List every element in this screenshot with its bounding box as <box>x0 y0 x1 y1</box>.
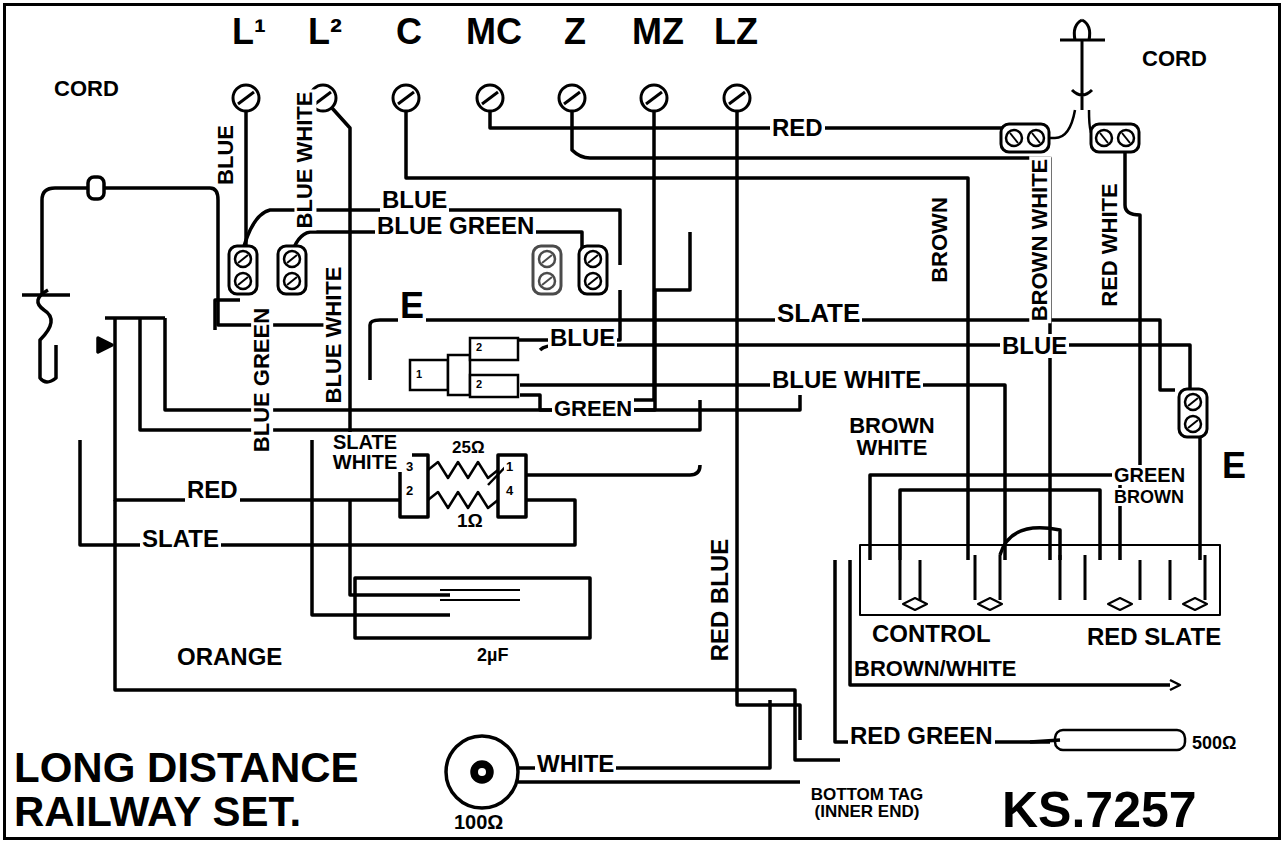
wire-label: Z <box>562 14 588 50</box>
wire-label: KS.7257 <box>1000 785 1199 835</box>
wire-label: 2 <box>404 484 415 497</box>
wire-label: L² <box>306 14 344 50</box>
wire-label: BROWN WHITE <box>1029 157 1051 324</box>
wire-label: RED <box>770 116 825 140</box>
wire-label: LZ <box>712 14 760 50</box>
wire-label: SLATE WHITE <box>318 432 412 472</box>
wire-label: BLUE GREEN <box>375 214 536 238</box>
wire-label: BLUE <box>548 326 617 350</box>
wire-label: WHITE <box>535 752 616 776</box>
wire-label: BLUE WHITE <box>770 368 923 392</box>
wire-label: 1 <box>504 460 515 473</box>
wire-label: 3 <box>404 460 415 473</box>
wire-label: GREEN <box>552 398 634 420</box>
wire-label: 2 <box>474 342 484 353</box>
wire-label: 1 <box>414 369 424 380</box>
wire-label: BOTTOM TAG (INNER END) <box>790 786 944 820</box>
wire-label: BROWN WHITE <box>835 415 949 459</box>
wire-label: E <box>398 288 426 324</box>
wire-label: GREEN <box>1112 465 1187 485</box>
wire-label: ORANGE <box>175 645 284 669</box>
wire-label: 2µF <box>475 646 510 664</box>
wire-label: C <box>394 14 424 50</box>
wire-label: RED WHITE <box>1099 181 1121 308</box>
wire-label: L¹ <box>230 14 268 50</box>
wire-label: E <box>1220 448 1248 484</box>
wire-label: 2 <box>474 379 484 390</box>
diagram-title: LONG DISTANCE RAILWAY SET. <box>14 746 414 834</box>
wire-label: BLUE GREEN <box>251 306 273 454</box>
wire-label: BROWN <box>1112 488 1186 506</box>
wire-label: CORD <box>1140 48 1209 70</box>
wire-label: BLUE <box>215 123 237 187</box>
wire-label: RED BLUE <box>708 537 732 664</box>
wire-label: 500Ω <box>1190 734 1238 752</box>
wire-label: 4 <box>504 484 515 497</box>
wire-label: CONTROL <box>870 622 993 646</box>
wire-label: BROWN/WHITE <box>852 658 1019 680</box>
wire-label: RED <box>185 478 240 502</box>
wire-label: MZ <box>630 14 686 50</box>
wire-label: 100Ω <box>452 812 505 832</box>
wire-label: SLATE <box>775 300 862 326</box>
wire-label: BLUE WHITE <box>323 265 345 406</box>
wire-label: 25Ω <box>450 439 487 456</box>
wire-label: RED GREEN <box>848 724 995 748</box>
wire-label: BLUE <box>380 188 449 212</box>
wire-label: BLUE WHITE <box>294 90 316 231</box>
wire-label: MC <box>464 14 524 50</box>
wire-label: BLUE <box>1000 334 1069 358</box>
wire-label: BROWN <box>929 195 951 285</box>
wire-label: SLATE <box>140 527 221 551</box>
wire-label: RED SLATE <box>1085 625 1223 649</box>
wire-label: 1Ω <box>455 511 485 530</box>
wire-label: CORD <box>52 78 121 100</box>
